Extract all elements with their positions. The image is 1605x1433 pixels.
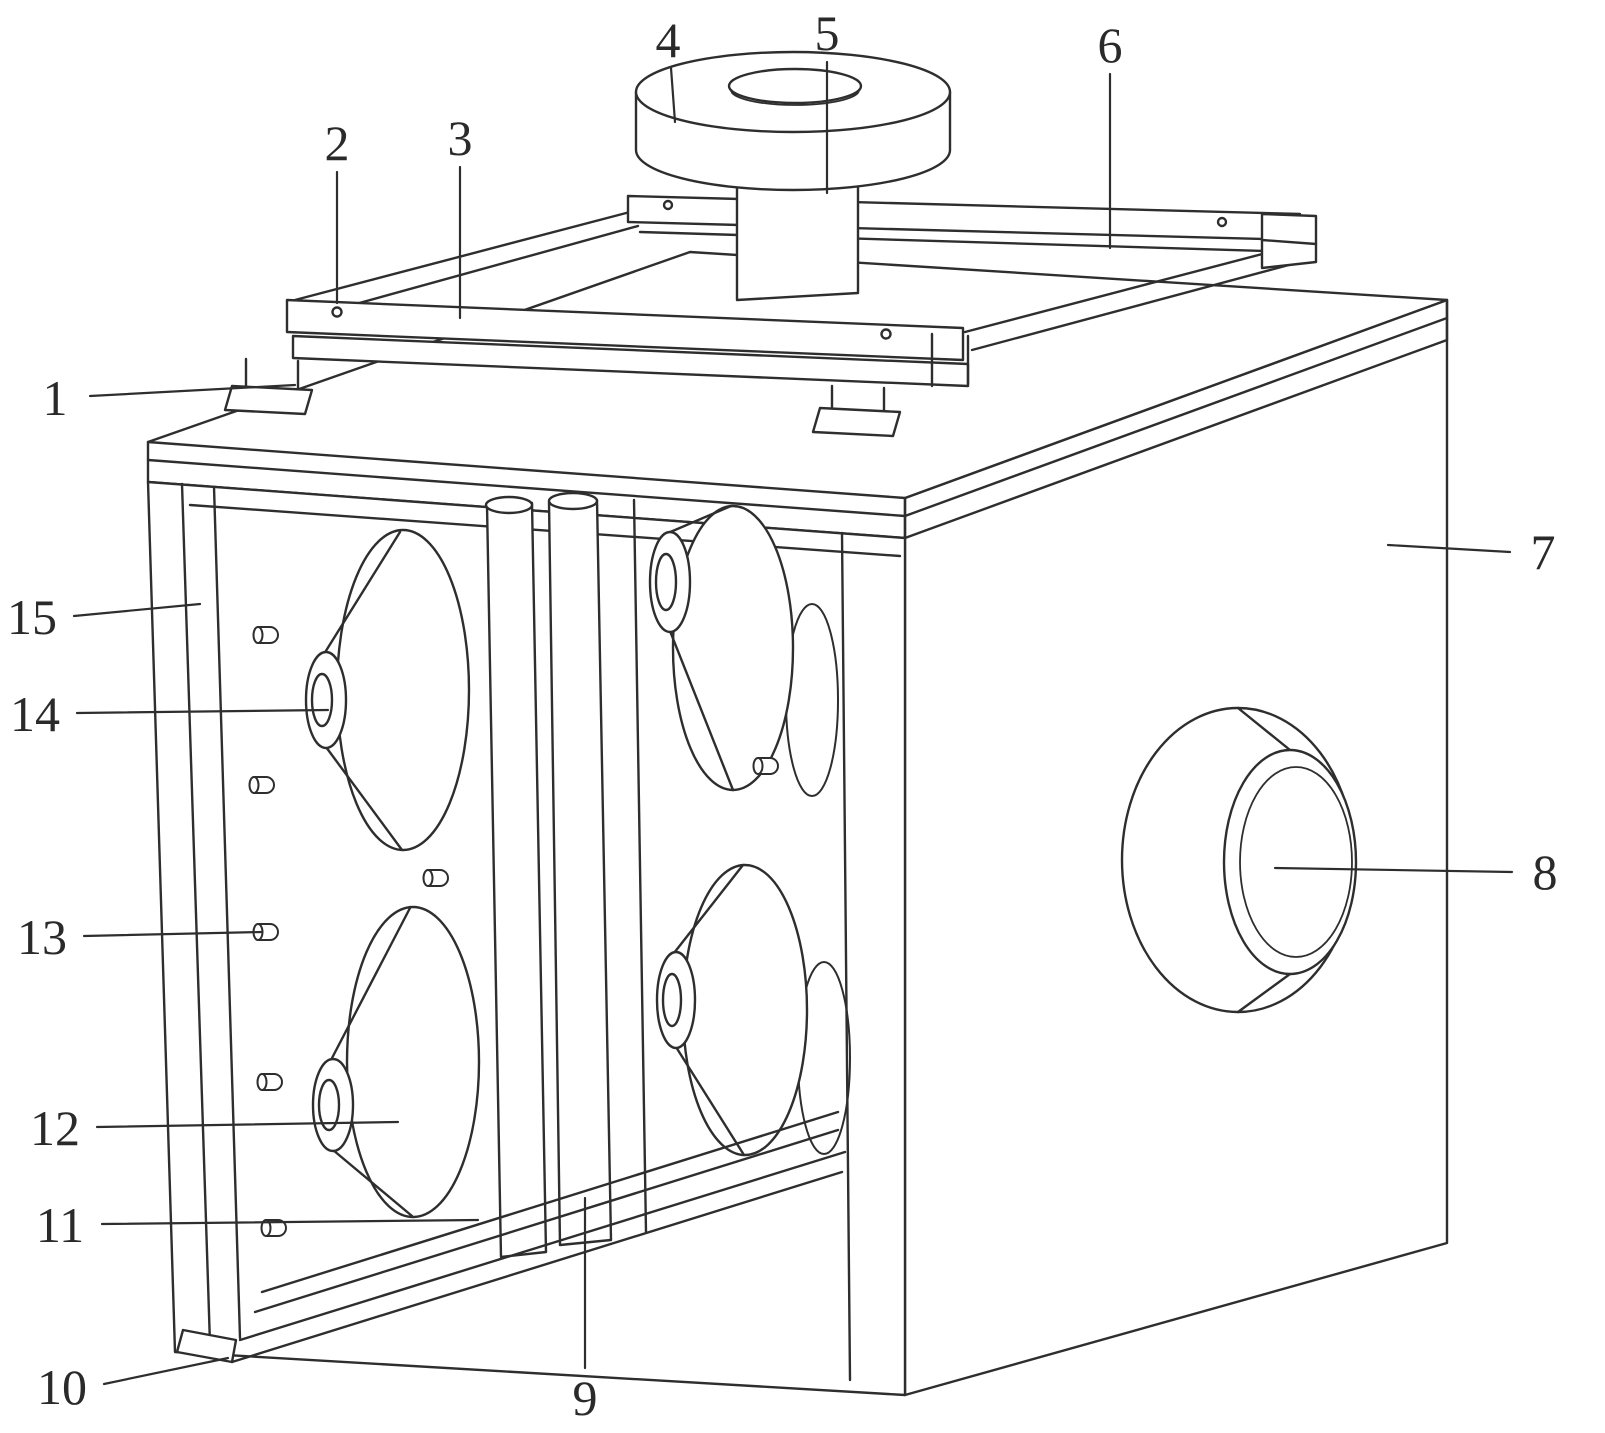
top-rim-inner-line (148, 318, 1447, 516)
boss-hole-depth (1240, 767, 1352, 957)
bottom-corner-chamfer (177, 1330, 236, 1362)
divider-edge-line (634, 500, 646, 1232)
leader-line-7 (1388, 545, 1510, 552)
rail-screw (1218, 218, 1226, 226)
cone-nozzles-right (650, 506, 807, 1155)
leader-line-13 (84, 932, 262, 936)
leader-line-14 (77, 710, 328, 713)
leader-line-11 (102, 1220, 478, 1224)
leader-line-15 (74, 604, 200, 616)
opening-top-edge (190, 505, 900, 556)
figure-label-8: 8 (1532, 844, 1558, 900)
bottom-frame (177, 1112, 845, 1362)
figure-label-5: 5 (814, 5, 840, 61)
leader-line-1 (90, 385, 295, 396)
gantry-side-rails (295, 212, 1315, 350)
side-boss (1122, 708, 1356, 1012)
rail-screw (882, 330, 891, 339)
bottom-ledge-inner (255, 1112, 838, 1312)
figure-label-1: 1 (42, 370, 68, 426)
pin (754, 758, 779, 774)
bottom-ledge-top (240, 1152, 845, 1340)
pin (254, 627, 279, 643)
figure-label-15: 15 (7, 589, 57, 645)
leader-line-4 (671, 68, 675, 122)
figure-label-2: 2 (324, 115, 350, 171)
left-wall-frame (182, 484, 240, 1344)
top-rim-edges (148, 300, 1447, 538)
cone-nozzles-left (306, 530, 479, 1217)
rail-foot-left (225, 386, 312, 414)
leader-line-8 (1275, 868, 1512, 872)
leader-lines (74, 62, 1512, 1384)
pin (424, 870, 449, 886)
rail-foot-left-supports (246, 359, 298, 391)
center-divider-post (486, 493, 646, 1257)
figure-label-6: 6 (1097, 17, 1123, 73)
top-ring-collar (636, 52, 950, 190)
rail-base-strip (293, 336, 968, 386)
figure-label-7: 7 (1530, 524, 1556, 580)
guide-rail-front (225, 300, 968, 436)
interior-right-edge (842, 533, 850, 1380)
bottom-ledge-outer (232, 1172, 842, 1362)
leader-line-10 (104, 1358, 228, 1384)
pin (262, 1220, 287, 1236)
figure-label-9: 9 (572, 1370, 598, 1426)
figure-label-4: 4 (655, 12, 681, 68)
fixing-pins (250, 627, 779, 1236)
figure-label-11: 11 (35, 1197, 85, 1253)
cone-upper-right (650, 506, 793, 790)
figure-label-3: 3 (447, 110, 473, 166)
ring-hole-depth (731, 90, 859, 105)
ring-center-hole (729, 69, 861, 103)
leader-line-12 (97, 1122, 398, 1127)
rail-screw (333, 308, 342, 317)
rail-screw (664, 201, 672, 209)
figure-label-10: 10 (37, 1359, 87, 1415)
cone-upper-left (306, 530, 469, 850)
cone-lower-right (657, 865, 807, 1155)
figure-label-14: 14 (10, 686, 60, 742)
cone-lower-left (313, 907, 479, 1217)
pin (258, 1074, 283, 1090)
boss-hole (1224, 750, 1356, 974)
rail-foot-right-supports (832, 386, 884, 414)
figure-label-13: 13 (17, 909, 67, 965)
figure-label-12: 12 (30, 1100, 80, 1156)
rail-foot-right (813, 408, 900, 436)
pin (250, 777, 275, 793)
